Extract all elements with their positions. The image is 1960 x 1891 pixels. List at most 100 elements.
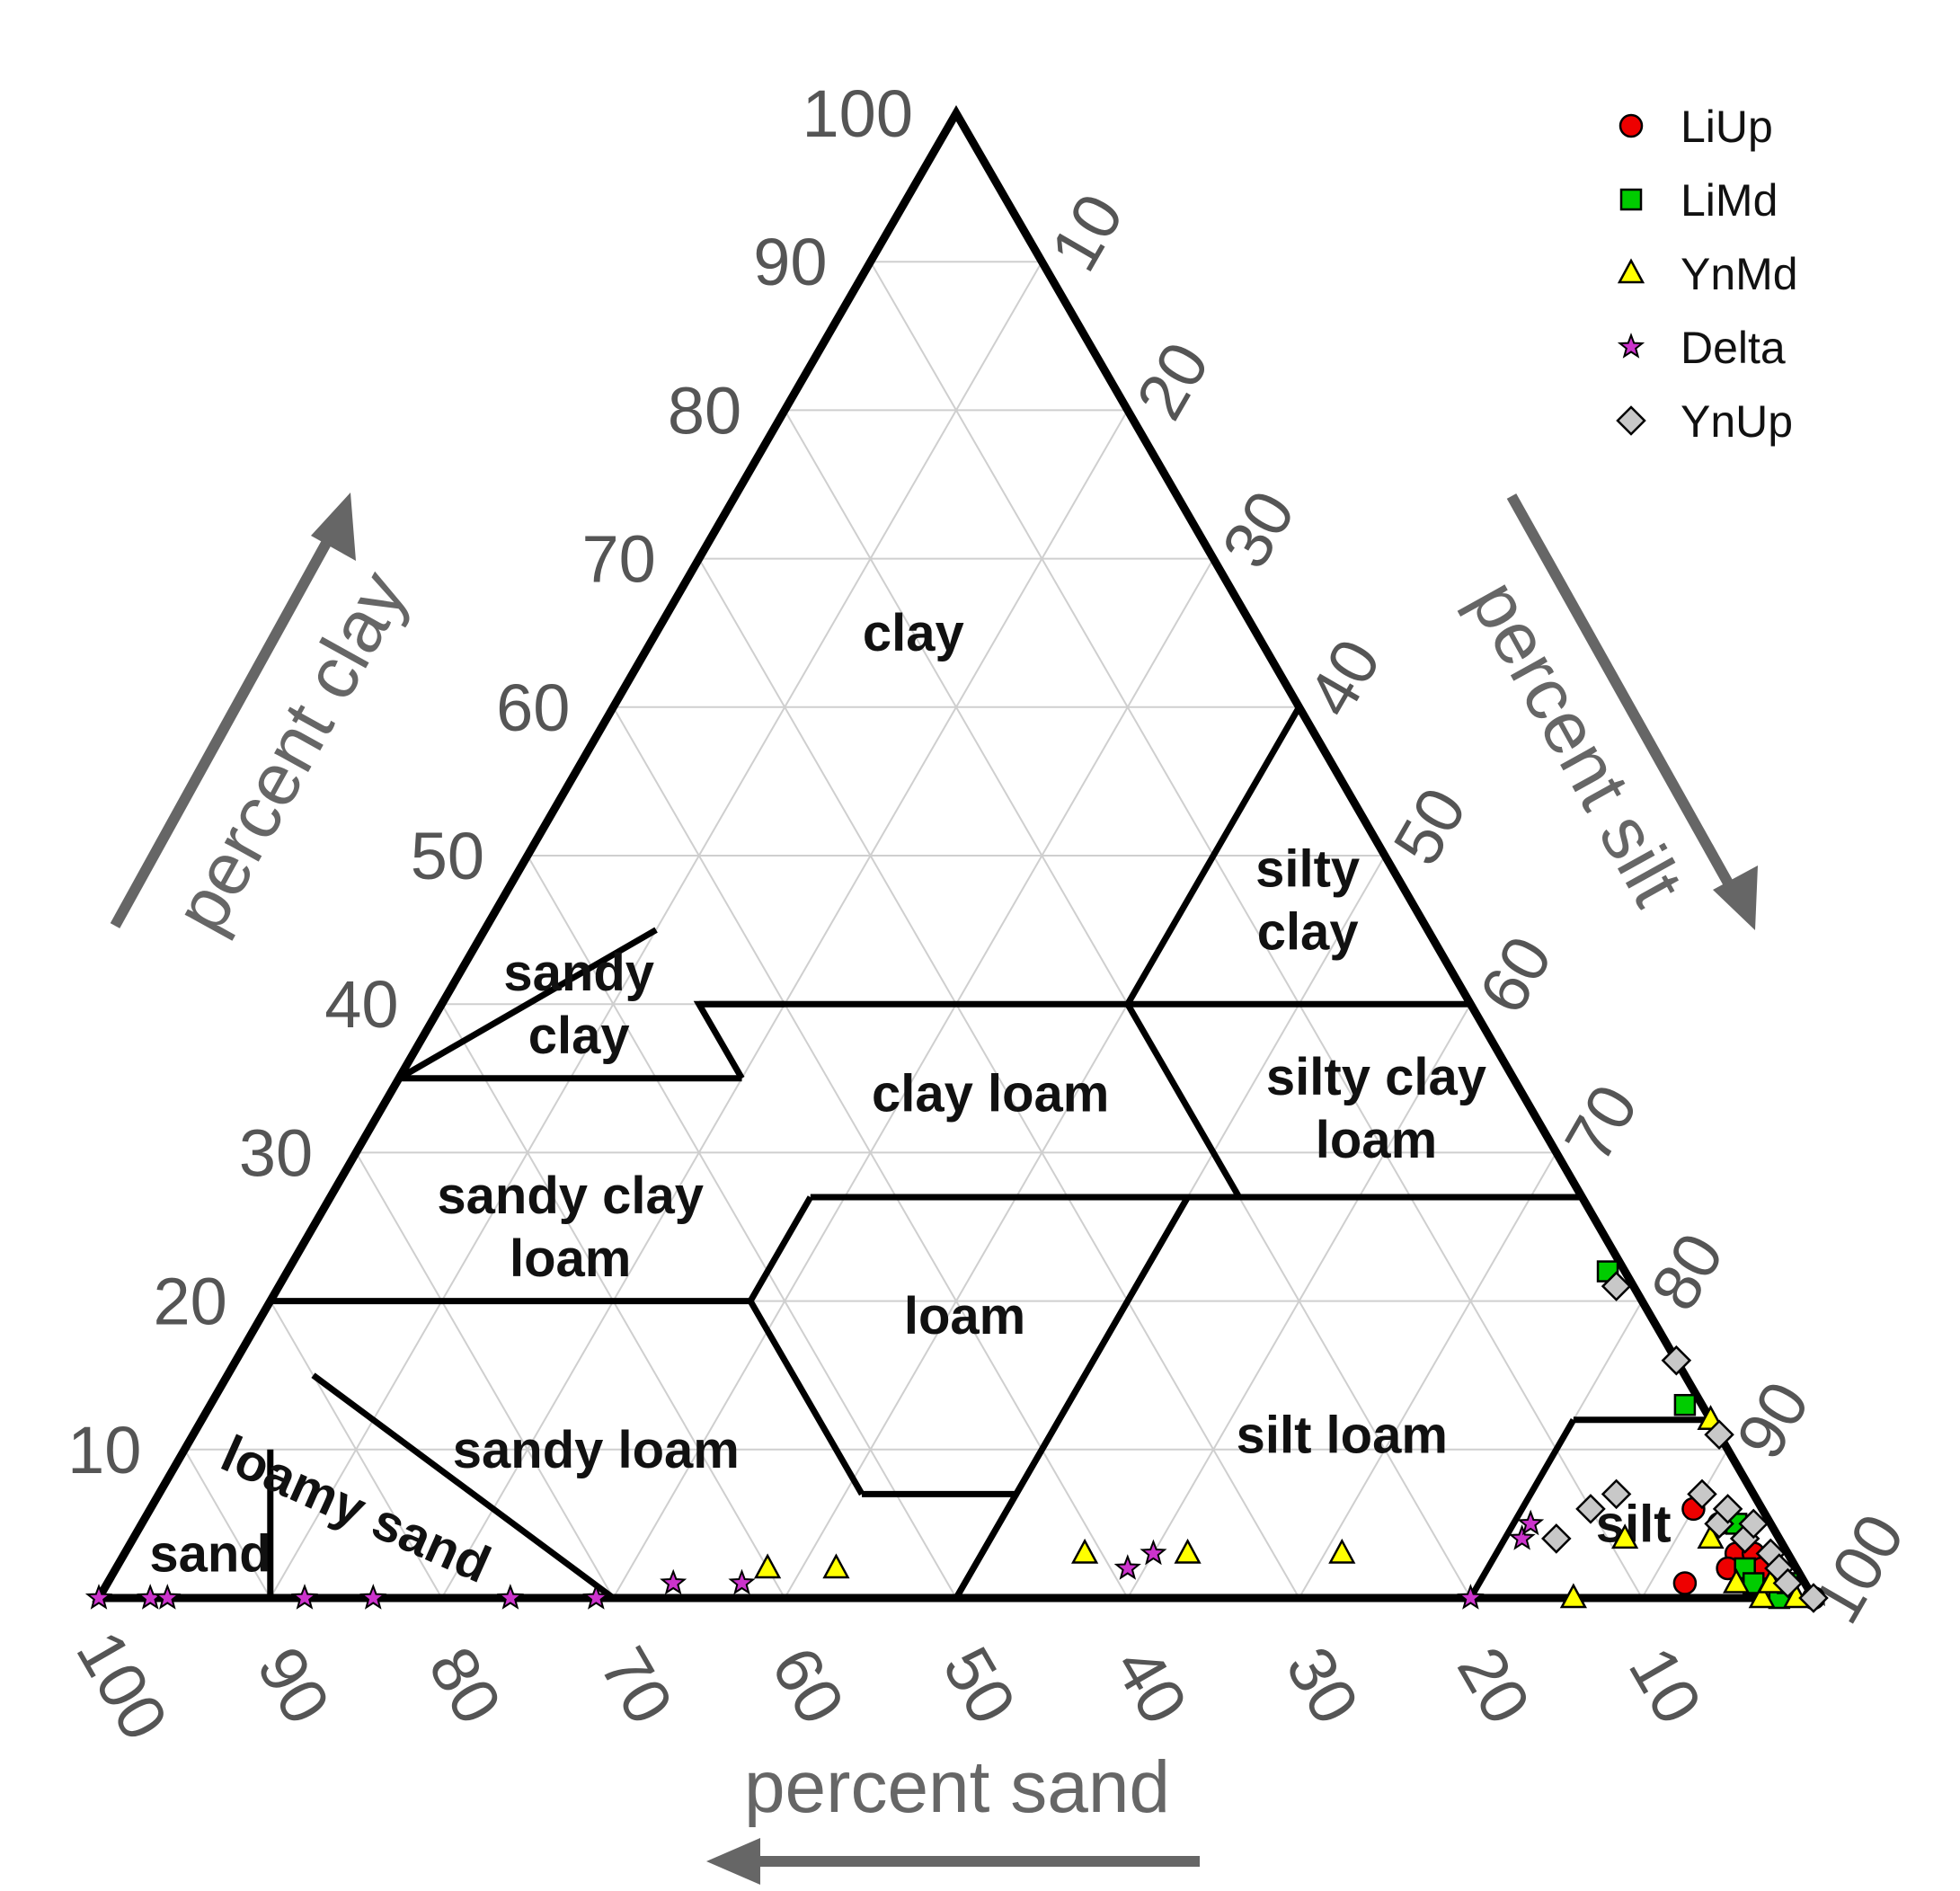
sand-axis: percent sand [706, 1746, 1200, 1885]
point-Delta [1113, 1554, 1141, 1580]
clay-tick-label: 80 [668, 373, 741, 448]
clay-tick-label: 60 [496, 670, 570, 745]
silt-tick-label: 30 [1208, 478, 1309, 580]
point-YnMd [1723, 1567, 1751, 1594]
class-boundary [693, 1000, 785, 1080]
silt-axis-arrow [1506, 493, 1740, 897]
silt-tick-label: 20 [1122, 330, 1223, 431]
point-Delta [290, 1584, 318, 1610]
sand-tick-label: 50 [929, 1635, 1031, 1736]
grid-line-sand [697, 558, 1300, 1599]
point-LiUp [1672, 1571, 1698, 1595]
point-Delta [1457, 1584, 1485, 1610]
sand-tick-label: 70 [586, 1635, 687, 1736]
region-label-sand: sand [149, 1524, 270, 1583]
point-YnMd [1559, 1583, 1587, 1609]
sand-axis-label: percent sand [744, 1746, 1170, 1828]
silt-tick-label: 70 [1550, 1072, 1652, 1174]
clay-tick-label: 40 [324, 967, 398, 1042]
point-Delta [1508, 1524, 1536, 1550]
data-points [84, 1260, 1829, 1613]
sand-tick-label: 60 [758, 1635, 859, 1736]
point-YnUp [1575, 1494, 1606, 1524]
region-label-loam: loam [904, 1287, 1025, 1345]
grid-line-silt [1641, 1449, 1729, 1599]
point-Delta [582, 1584, 610, 1610]
class-boundary [397, 927, 658, 1081]
grid-line-silt [1126, 1003, 1472, 1599]
point-Delta [728, 1568, 756, 1595]
region-label-clay: clay [863, 604, 964, 662]
point-Delta [496, 1584, 524, 1610]
sand-tick-label: 20 [1443, 1635, 1545, 1736]
clay-tick-label: 90 [753, 225, 827, 299]
legend-marker-YnUp [1616, 405, 1646, 436]
region-label-clay-loam: clay loam [872, 1064, 1109, 1123]
point-YnMd [1174, 1538, 1202, 1564]
sand-tick-label: 10 [1615, 1635, 1716, 1736]
point-YnMd [822, 1553, 850, 1579]
grid-line-sand [527, 855, 957, 1599]
clay-tick-label: 100 [803, 76, 913, 151]
legend-marker-LiMd [1619, 188, 1643, 211]
legend-label-YnMd: YnMd [1681, 249, 1798, 299]
point-YnUp [1601, 1478, 1632, 1510]
point-YnMd [1071, 1538, 1099, 1564]
sand-tick-label: 80 [414, 1635, 516, 1736]
silt-tick-label: 10 [1036, 182, 1138, 283]
region-label-silt-loam: silt loam [1237, 1406, 1448, 1464]
sand-tick-label: 40 [1100, 1635, 1202, 1736]
point-YnUp [1661, 1345, 1692, 1376]
grid-line-sand [355, 1151, 615, 1599]
legend-label-YnUp: YnUp [1681, 396, 1793, 447]
silt-tick-label: 50 [1379, 776, 1480, 877]
clay-tick-label: 20 [153, 1265, 226, 1339]
legend-label-LiUp: LiUp [1681, 102, 1773, 152]
silt-axis: percent silt [1454, 493, 1758, 930]
point-YnUp [1687, 1478, 1717, 1510]
sand-tick-label: 100 [62, 1619, 182, 1752]
legend-label-LiMd: LiMd [1681, 175, 1778, 226]
point-YnUp [1712, 1494, 1743, 1524]
point-YnMd [1748, 1583, 1776, 1609]
point-Delta [660, 1568, 687, 1595]
point-YnMd [1611, 1523, 1639, 1549]
clay-tick-label: 30 [239, 1115, 313, 1190]
point-YnUp [1541, 1523, 1572, 1554]
clay-axis-arrowhead [311, 493, 356, 561]
grid-line-silt [1298, 1151, 1557, 1599]
point-YnUp [1738, 1508, 1769, 1540]
point-Delta [154, 1584, 182, 1610]
ternary-outline [92, 105, 1821, 1602]
point-YnUp [1798, 1583, 1829, 1613]
class-boundary [1468, 1418, 1576, 1600]
point-Delta [1140, 1539, 1167, 1566]
grid-line-sand [869, 261, 1644, 1599]
sand-tick-label: 30 [1272, 1635, 1373, 1736]
sand-axis-arrowhead [706, 1838, 760, 1885]
point-LiMd [1673, 1393, 1697, 1416]
point-Delta [1517, 1509, 1545, 1536]
clay-tick-label: 50 [411, 819, 484, 893]
clay-axis: percent clay [110, 493, 423, 946]
region-label-sandy-loam: sandy loam [453, 1421, 740, 1479]
silt-tick-label: 100 [1798, 1502, 1919, 1635]
point-YnMd [754, 1553, 782, 1579]
sand-tick-label: 90 [243, 1635, 344, 1736]
silt-tick-label: 40 [1293, 627, 1395, 729]
class-boundary [1124, 1002, 1242, 1199]
class-boundary [311, 1372, 616, 1601]
clay-tick-label: 70 [581, 522, 655, 597]
point-YnUp [1704, 1419, 1734, 1451]
class-boundary [953, 1195, 1191, 1600]
silt-tick-label: 80 [1636, 1221, 1738, 1322]
grid-line-sand [269, 1301, 443, 1599]
clay-tick-label: 10 [67, 1413, 141, 1487]
class-boundary [1124, 706, 1302, 1006]
